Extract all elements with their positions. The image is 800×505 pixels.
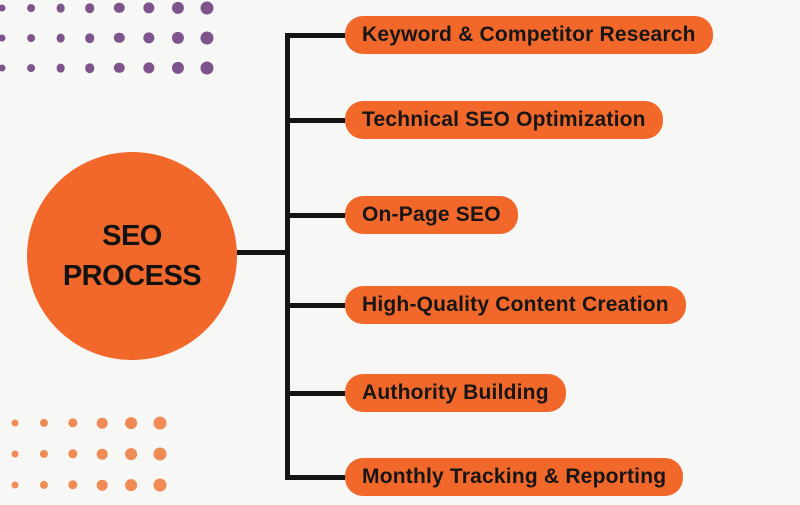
branch-line-tracking-reporting [285,475,345,480]
branch-pill-authority-building: Authority Building [345,374,566,412]
decorative-dot [200,61,214,75]
center-title-line2: PROCESS [62,260,202,292]
decorative-dot [171,1,184,15]
decorative-dot [27,4,36,12]
decorative-dot [56,33,65,43]
decorative-dot [113,2,125,14]
branch-pill-tracking-reporting: Monthly Tracking & Reporting [345,458,684,496]
decorative-dot [68,449,78,459]
decorative-dot [171,61,184,75]
decorative-dot [153,478,167,492]
decorative-dot [200,1,214,15]
decorative-dot [68,418,78,428]
decorative-dot [0,64,6,72]
decorative-dot [68,480,78,490]
decorative-dot [153,416,167,430]
branch-pill-content-creation: High-Quality Content Creation [345,286,686,324]
decorative-dot [27,64,36,72]
decorative-dot [0,4,6,12]
branch-pill-technical-seo: Technical SEO Optimization [345,101,663,139]
decorative-dot [39,418,49,428]
spine-line [285,33,290,480]
decorative-dot [113,62,125,74]
decorative-dot [27,34,36,42]
decorative-dot [96,448,108,460]
decorative-dot [11,419,19,427]
decorative-dot [153,447,167,461]
decorative-dot [171,31,184,45]
decorative-dot [96,479,108,491]
branch-line-content-creation [285,303,345,308]
seo-process-node: SEO PROCESS [27,152,237,360]
decorative-dot [56,63,65,73]
decorative-dot [39,480,49,490]
decorative-dot [85,33,95,43]
branch-line-on-page-seo [285,213,345,218]
decorative-dot [200,31,214,45]
branch-line-authority-building [285,391,345,396]
decorative-dot [56,3,65,13]
center-connector-line [237,250,290,255]
branch-line-technical-seo [285,118,345,123]
decorative-dot [96,417,108,429]
decorative-dot [0,34,6,42]
decorative-dot [125,448,137,460]
decorative-dot [39,449,49,459]
decorative-dot [125,417,137,429]
branch-pill-keyword-research: Keyword & Competitor Research [345,16,713,54]
branch-line-keyword-research [285,33,345,38]
decorative-dot [142,32,155,44]
decorative-dot [142,2,155,14]
decorative-dot [11,450,19,458]
decorative-dot [113,32,125,44]
decorative-dot [85,63,95,73]
decorative-dot [85,3,95,13]
branch-pill-on-page-seo: On-Page SEO [345,196,518,234]
decorative-dot [142,62,155,74]
decorative-dot [11,481,19,489]
decorative-dot [125,479,137,491]
center-title-line1: SEO [102,220,162,252]
